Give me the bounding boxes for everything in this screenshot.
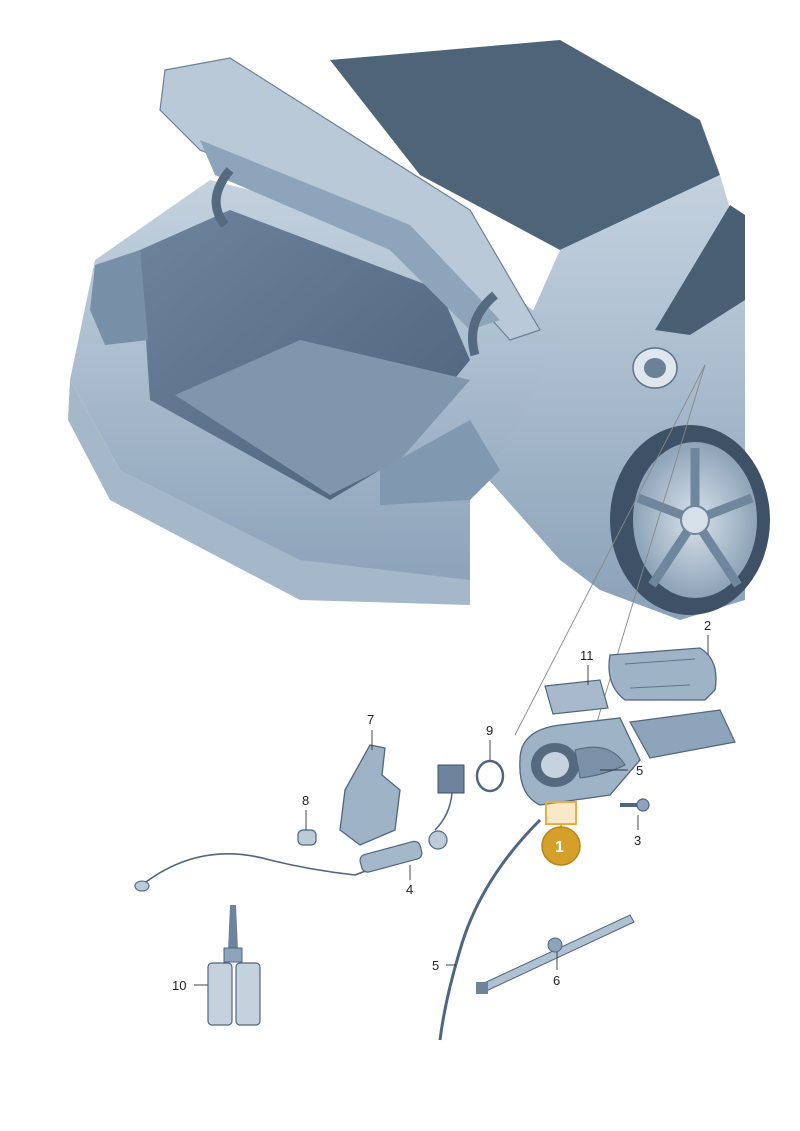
hinge-left [211,167,234,228]
car-illustration [68,40,770,620]
callout-badge [541,826,581,866]
part-bracket [339,744,401,846]
part-pad [544,679,609,715]
part-screw [620,798,650,812]
part-drain-hose [438,818,542,1041]
part-actuator [134,830,448,892]
label-part-11: 11 [580,648,594,663]
part-connector [434,764,465,831]
part-filler-housing [519,709,736,806]
label-part-5-upper: 5 [636,763,643,778]
label-part-4: 4 [406,882,413,897]
label-part-9: 9 [486,723,493,738]
wheel-hub [680,505,710,535]
label-part-6: 6 [553,973,560,988]
label-part-3: 3 [634,833,641,848]
zoom-lines [514,364,706,746]
rear-window [330,40,720,250]
trunk-lid [159,57,541,341]
car-fuel-cap [644,358,666,378]
label-part-7: 7 [367,712,374,727]
part-o-ring [475,759,505,793]
callout-highlight-fill [546,802,576,824]
callout-part-1[interactable]: 1 [541,801,581,866]
part-labels: 2 11 9 7 8 4 3 5 5 6 10 [172,618,711,993]
taillight-right [380,420,500,505]
side-window [655,205,745,335]
rear-bumper [68,380,470,605]
part-fuel-flap [608,647,717,701]
label-part-8: 8 [302,793,309,808]
taillight-left [90,250,148,345]
label-part-10: 10 [172,978,186,993]
part-bushing [297,829,317,846]
hinge-right [468,291,498,357]
label-part-2: 2 [704,618,711,633]
part-cartridges [207,905,261,1026]
callout-number: 1 [555,839,564,856]
trunk-floor [175,340,470,495]
trunk-lid-inner [200,140,500,330]
label-part-5-lower: 5 [432,958,439,973]
leader-lines [194,635,709,986]
